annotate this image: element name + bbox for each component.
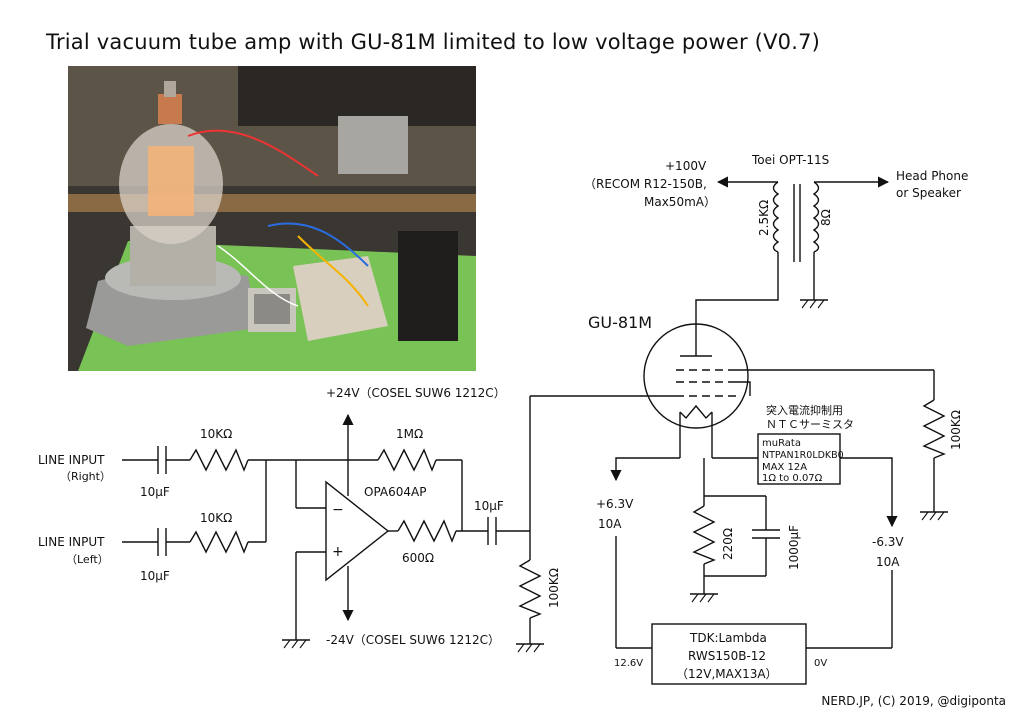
output-label-1: Head Phone [896, 169, 968, 183]
grid-res-label: 100KΩ [547, 568, 561, 608]
ground-opamp [282, 639, 310, 649]
heater-wiring [610, 457, 898, 649]
input-right-wiring [122, 446, 296, 474]
output-label-2: or Speaker [896, 186, 961, 200]
opamp-minus-supply: -24V（COSEL SUW6 1212C） [326, 633, 500, 647]
heater-plus-v: +6.3V [596, 497, 634, 511]
opamp-minus-sign: − [332, 502, 344, 518]
res-left-label: 10KΩ [200, 511, 232, 525]
coupling-cap-label: 10μF [474, 499, 504, 513]
page-title: Trial vacuum tube amp with GU-81M limite… [46, 30, 821, 54]
credit: NERD.JP, (C) 2019, @digiponta [821, 694, 1006, 708]
psu-left-voltage: 12.6V [614, 658, 643, 669]
psu-model: RWS150B-12 [688, 649, 766, 663]
heater-minus-v: -6.3V [872, 535, 904, 549]
opamp-plus-sign: + [332, 544, 344, 560]
input-left-wiring [122, 460, 267, 556]
cap-left-label: 10μF [140, 569, 170, 583]
input-left-sub: （Left） [66, 553, 109, 566]
output-transformer [716, 176, 890, 309]
ntc-part: NTPAN1R0LDKB0 [762, 450, 844, 461]
ntc-title-2: ＮＴＣサーミスタ [766, 418, 854, 431]
cap-right-label: 10μF [140, 485, 170, 499]
amp-photo [68, 66, 476, 371]
plate-supply-max: Max50mA） [644, 195, 716, 209]
ntc-title-1: 突入電流抑制用 [766, 403, 843, 417]
ntc-maker: muRata [762, 438, 801, 449]
plate-supply-model: （RECOM R12-150B, [584, 177, 707, 191]
opamp-plus-supply: +24V（COSEL SUW6 1212C） [326, 386, 506, 400]
heater-psu-box [651, 623, 807, 685]
out-res-label: 600Ω [402, 551, 434, 565]
transformer-name: Toei OPT-11S [751, 153, 829, 167]
secondary-label: 8Ω [819, 209, 833, 226]
cathode-res-label: 220Ω [721, 528, 735, 560]
heater-plus-a: 10A [598, 517, 622, 531]
grid-resistor [516, 395, 676, 653]
input-left-label: LINE INPUT [38, 535, 105, 549]
heater-minus-a: 10A [876, 555, 900, 569]
psu-rating: （12V,MAX13A） [676, 667, 778, 681]
psu-brand: TDK:Lambda [689, 631, 767, 645]
input-right-sub: （Right） [60, 470, 111, 483]
ntc-range: 1Ω to 0.07Ω [762, 473, 823, 484]
ntc-max: MAX 12A [762, 462, 807, 473]
opamp-symbol [295, 413, 530, 640]
res-right-label: 10KΩ [200, 427, 232, 441]
cathode-cap-label: 1000μF [787, 525, 801, 570]
screen-resistor [920, 370, 948, 521]
input-right-label: LINE INPUT [38, 453, 105, 467]
opamp-name: OPA604AP [364, 485, 426, 499]
plate-supply-v: +100V [665, 159, 707, 173]
primary-label: 2.5KΩ [757, 200, 771, 236]
ntc-thermistor-box [757, 433, 841, 485]
tube-symbol [643, 262, 934, 458]
tube-name: GU-81M [588, 313, 652, 332]
feedback-res-label: 1MΩ [396, 427, 423, 441]
psu-right-voltage: 0V [814, 658, 827, 669]
screen-res-label: 100KΩ [949, 410, 963, 450]
